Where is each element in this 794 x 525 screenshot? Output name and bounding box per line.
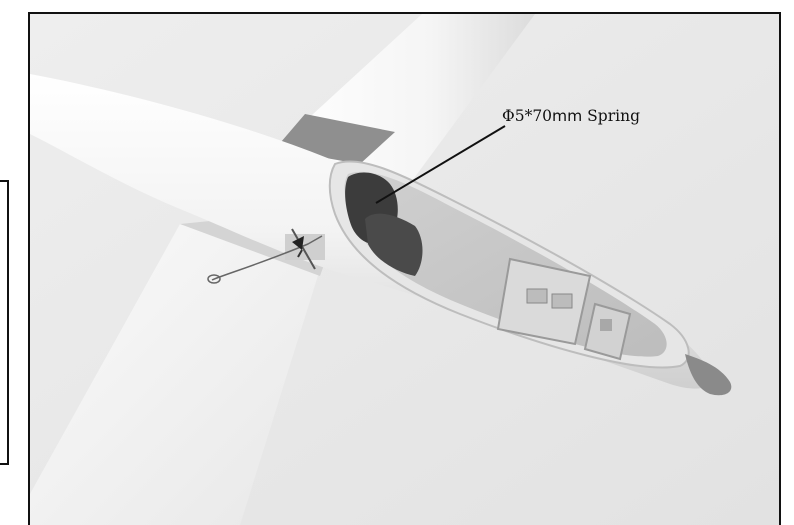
servo-slot-left [526,288,548,304]
cockpit-interior [344,171,667,357]
arrow-head [292,236,304,250]
spring-hook [297,249,303,258]
nose-tip [685,354,732,396]
servo-slot-right [551,293,573,309]
spring-callout-label: Φ5*70mm Spring [502,107,640,125]
callout-leader-line [375,125,506,204]
wing-pin [291,228,316,270]
rear-bulkhead [583,302,632,361]
lower-wing [30,224,320,525]
spring-loop [207,274,221,284]
lower-wing-root [180,219,325,276]
spring-unit: mm [552,107,583,125]
glider-fuselage-photo [30,14,779,525]
cockpit-shadow [365,213,423,276]
adjacent-page-frame [0,180,9,465]
spring-name: Spring [582,107,640,125]
spring-wire [211,235,323,281]
rear-slot [600,319,612,331]
glider-photo-frame [28,12,781,525]
spring-spec: Φ5*70 [502,107,553,125]
